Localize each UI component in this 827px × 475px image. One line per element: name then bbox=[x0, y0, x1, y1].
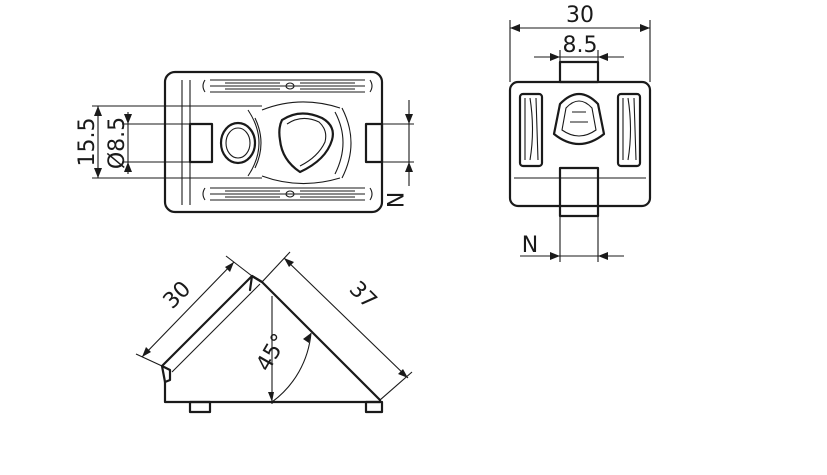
top-view-dimensions: 15.5 Ø8.5 N bbox=[75, 100, 414, 208]
dim-height-label: 15.5 bbox=[75, 118, 100, 167]
dim-hyp-label: 37 bbox=[344, 277, 381, 314]
dim-leg-label: 30 bbox=[159, 277, 196, 314]
dim-inner-label: 8.5 bbox=[563, 33, 598, 58]
front-view bbox=[160, 274, 384, 414]
dim-slot-label-top: N bbox=[381, 192, 406, 208]
side-view bbox=[508, 60, 652, 218]
front-view-dimensions: 30 37 45° bbox=[135, 251, 413, 404]
dim-angle-label: 45° bbox=[252, 330, 293, 376]
top-view bbox=[163, 70, 384, 214]
side-view-dimensions: 30 8.5 N bbox=[509, 3, 651, 262]
dim-width-label: 30 bbox=[566, 3, 594, 28]
dim-diameter-label: Ø8.5 bbox=[105, 117, 130, 169]
dim-slot-label-side: N bbox=[522, 233, 538, 258]
